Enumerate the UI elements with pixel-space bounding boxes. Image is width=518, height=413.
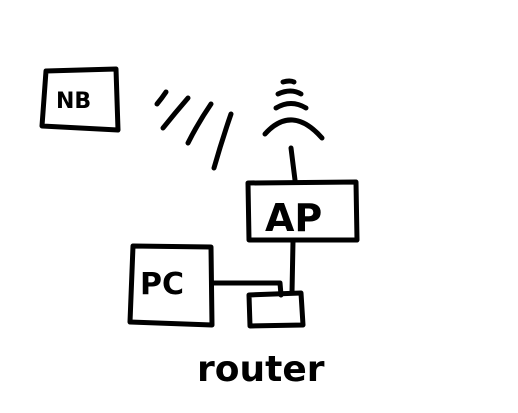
antenna-arc xyxy=(273,101,309,111)
signal-wave xyxy=(160,95,191,131)
wired-links xyxy=(209,238,296,298)
antenna-icon xyxy=(262,78,325,183)
router-box xyxy=(246,290,306,329)
antenna-arc xyxy=(275,88,304,97)
pc-box xyxy=(127,243,215,328)
access-point-node: AP xyxy=(245,179,360,243)
notebook-node: NB xyxy=(39,66,121,133)
antenna-mast xyxy=(288,145,298,183)
signal-wave xyxy=(185,101,214,146)
ap-router-link xyxy=(289,238,296,296)
signal-wave xyxy=(211,111,234,171)
pc-label: PC xyxy=(140,267,184,302)
notebook-label: NB xyxy=(56,89,91,114)
router-node xyxy=(246,290,306,329)
router-label: router xyxy=(197,349,325,390)
wireless-signal-icon xyxy=(154,89,234,171)
antenna-arc xyxy=(262,117,325,141)
pc-node: PC xyxy=(127,243,215,328)
access-point-label: AP xyxy=(265,196,322,240)
signal-wave xyxy=(154,89,169,107)
access-point-box xyxy=(245,179,360,243)
antenna-arc xyxy=(280,78,297,85)
notebook-box xyxy=(39,66,121,133)
pc-router-link xyxy=(209,280,284,298)
